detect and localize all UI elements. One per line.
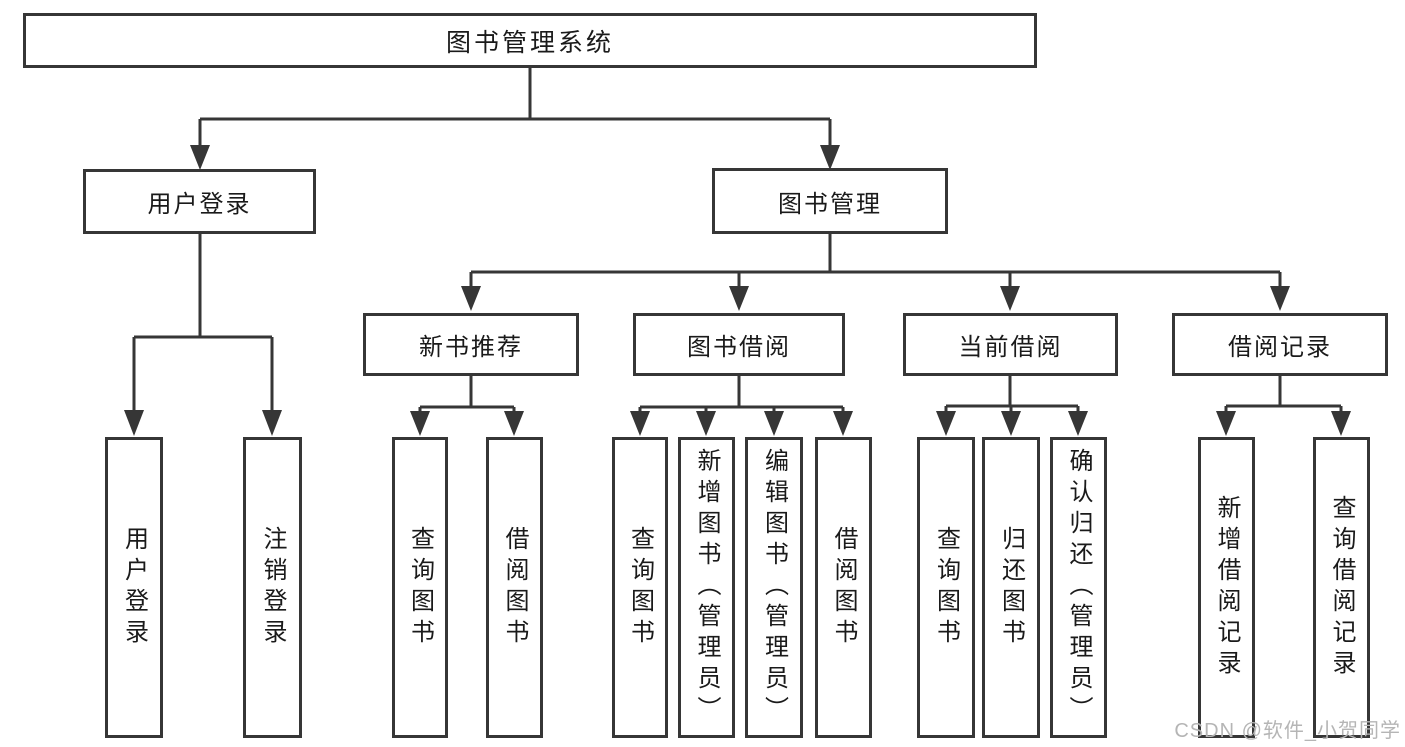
arrow-down-icon — [262, 410, 282, 436]
node-borrow-records: 借阅记录 — [1172, 313, 1388, 376]
arrow-down-icon — [1331, 411, 1351, 436]
leaf-add-book-admin: 新增图书（管理员） — [678, 437, 735, 738]
arrow-down-icon — [1000, 286, 1020, 311]
node-new-book-recommend: 新书推荐 — [363, 313, 579, 376]
arrow-down-icon — [1001, 411, 1021, 436]
leaf-query-book-borrow: 查询图书 — [612, 437, 668, 738]
leaf-add-borrow-record: 新增借阅记录 — [1198, 437, 1255, 738]
arrow-down-icon — [124, 410, 144, 436]
leaf-borrow-book: 借阅图书 — [815, 437, 872, 738]
arrow-down-icon — [820, 145, 840, 170]
node-user-login: 用户登录 — [83, 169, 316, 234]
leaf-return-book: 归还图书 — [982, 437, 1040, 738]
arrow-down-icon — [833, 411, 853, 436]
leaf-query-book-recommend: 查询图书 — [392, 437, 448, 738]
node-book-management: 图书管理 — [712, 168, 948, 234]
arrow-down-icon — [1068, 411, 1088, 436]
leaf-edit-book-admin: 编辑图书（管理员） — [745, 437, 803, 738]
connector-borrow-records-to-leaves — [1216, 376, 1351, 436]
csdn-watermark: CSDN @软件_小贺同学 — [1174, 720, 1401, 742]
connector-root-to-level2 — [190, 68, 840, 170]
arrow-down-icon — [764, 411, 784, 436]
node-current-borrow: 当前借阅 — [903, 313, 1118, 376]
connector-user-login-to-leaves — [124, 233, 282, 436]
node-root: 图书管理系统 — [23, 13, 1037, 68]
arrow-down-icon — [936, 411, 956, 436]
leaf-logout: 注销登录 — [243, 437, 302, 738]
connector-book-mgmt-to-level3 — [461, 234, 1290, 311]
arrow-down-icon — [630, 411, 650, 436]
arrow-down-icon — [696, 411, 716, 436]
arrow-down-icon — [729, 286, 749, 311]
leaf-query-borrow-record: 查询借阅记录 — [1313, 437, 1370, 738]
node-book-borrow: 图书借阅 — [633, 313, 845, 376]
connector-new-book-to-leaves — [410, 376, 524, 436]
arrow-down-icon — [504, 411, 524, 436]
arrow-down-icon — [1270, 286, 1290, 311]
connector-current-borrow-to-leaves — [936, 376, 1088, 436]
arrow-down-icon — [410, 411, 430, 436]
leaf-confirm-return-admin: 确认归还（管理员） — [1050, 437, 1107, 738]
leaf-borrow-book-recommend: 借阅图书 — [486, 437, 543, 738]
leaf-user-login: 用户登录 — [105, 437, 163, 738]
leaf-query-book-current: 查询图书 — [917, 437, 975, 738]
arrow-down-icon — [190, 145, 210, 170]
connector-book-borrow-to-leaves — [630, 376, 853, 436]
arrow-down-icon — [1216, 411, 1236, 436]
arrow-down-icon — [461, 286, 481, 311]
